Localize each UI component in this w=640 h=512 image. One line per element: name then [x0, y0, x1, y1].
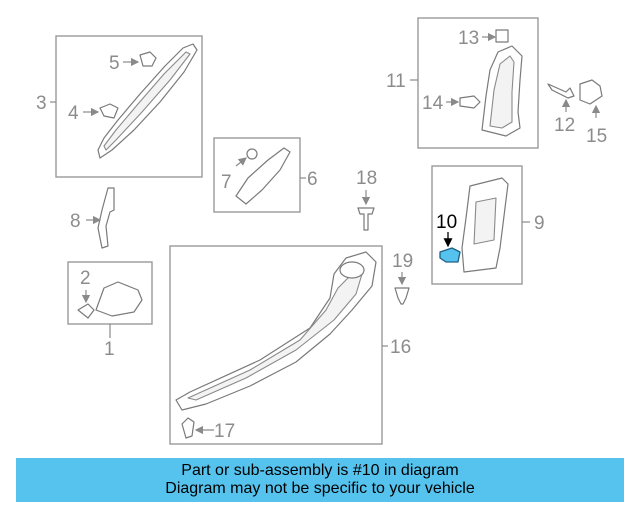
- bolt-18-part: [357, 207, 375, 231]
- trim-1-part: [95, 281, 143, 317]
- a-pillar-trim-inner: [103, 51, 191, 151]
- callout-1: 1: [104, 339, 115, 360]
- clip-4-part: [99, 103, 119, 119]
- info-banner: Part or sub-assembly is #10 in diagram D…: [16, 458, 624, 502]
- callout-12: 12: [554, 115, 575, 136]
- clip-5-part: [139, 51, 157, 67]
- bolt-18-group: [357, 190, 375, 231]
- clip-14-part: [459, 95, 481, 109]
- callout-3: 3: [36, 93, 47, 114]
- callout-9: 9: [534, 213, 545, 234]
- bracket-6-part: [235, 147, 291, 205]
- callout-11: 11: [386, 71, 406, 92]
- bracket-group: [213, 137, 306, 213]
- callout-13: 13: [458, 28, 479, 49]
- callout-15: 15: [586, 126, 607, 147]
- bracket-8-part: [97, 187, 115, 249]
- clip-17-part: [181, 417, 195, 439]
- banner-line-1: Part or sub-assembly is #10 in diagram: [181, 462, 459, 479]
- callout-16: 16: [390, 337, 411, 358]
- callout-18: 18: [356, 168, 377, 189]
- a-pillar-trim-group: [50, 35, 203, 178]
- callout-6: 6: [307, 169, 318, 190]
- callout-5: 5: [109, 53, 120, 74]
- clip-15-part: [579, 79, 603, 105]
- b-pillar-lower-9-inner: [473, 197, 497, 245]
- callout-4: 4: [68, 103, 79, 124]
- fastener-12-15-group: [547, 79, 603, 118]
- callout-17: 17: [214, 421, 235, 442]
- callout-7: 7: [221, 172, 232, 193]
- b-pillar-upper-group: [410, 17, 539, 149]
- highlighted-part-10: [439, 247, 461, 263]
- b-pillar-lower-group: [431, 165, 530, 285]
- sill-plate-16-recess: [339, 261, 365, 279]
- banner-line-2: Diagram may not be specific to your vehi…: [165, 480, 475, 497]
- clip-13-part: [495, 29, 509, 43]
- callout-10: 10: [436, 212, 457, 233]
- vertical-bracket-group: [86, 187, 115, 249]
- screw-7-part: [246, 148, 258, 160]
- callout-19: 19: [392, 251, 413, 272]
- callouts: 3 5 4 7 6 8 2 1 18 19 16 17 11 13 14 12 …: [36, 28, 607, 442]
- b-pillar-upper-11-inner: [489, 55, 515, 129]
- clip-2-part: [77, 303, 95, 319]
- callout-8: 8: [70, 211, 81, 232]
- clip-19-part: [394, 287, 410, 305]
- callout-14: 14: [422, 93, 444, 114]
- clip-19-group: [394, 272, 410, 305]
- sill-plate-group: [169, 245, 388, 445]
- lower-trim-group: [67, 261, 153, 338]
- callout-2: 2: [80, 268, 91, 289]
- screw-12-part: [547, 83, 575, 99]
